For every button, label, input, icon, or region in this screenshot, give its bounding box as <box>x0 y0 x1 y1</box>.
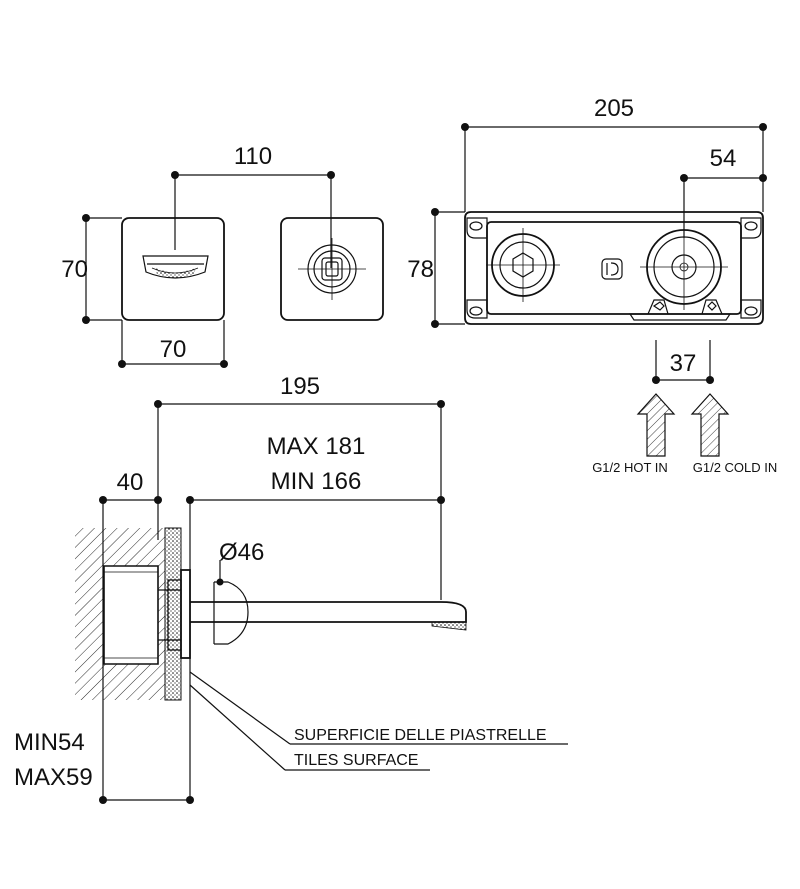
dim-dot <box>154 496 162 504</box>
concealed-box-view: 205 54 78 <box>407 95 777 475</box>
dim-label-embed-min: MIN54 <box>14 729 85 756</box>
dim-label-70-height: 70 <box>61 256 88 283</box>
leader-line-it <box>189 671 291 745</box>
dim-dot <box>437 400 445 408</box>
dim-dot <box>82 316 90 324</box>
hot-inlet-fitting <box>647 299 669 315</box>
mount-hole <box>469 221 483 231</box>
dim-label-embed-max: MAX59 <box>14 764 93 791</box>
surface-label-en: TILES SURFACE <box>294 752 418 769</box>
hot-inlet-arrow <box>636 393 676 457</box>
front-view-plates: 110 70 70 <box>61 143 384 368</box>
dim-dot <box>118 360 126 368</box>
spout-plate <box>121 217 225 321</box>
hot-inlet-mark <box>652 301 665 311</box>
dim-label-min: MIN 166 <box>271 468 362 495</box>
mount-ear <box>466 217 488 239</box>
dim-label-110: 110 <box>234 143 272 170</box>
dim-label-78: 78 <box>407 256 434 283</box>
dim-label-diameter: Ø46 <box>219 539 264 566</box>
wall-plate <box>180 569 191 659</box>
spout-collar <box>214 581 249 645</box>
dim-label-195: 195 <box>280 373 320 400</box>
dim-label-37: 37 <box>670 350 697 377</box>
mount-hole <box>469 306 483 316</box>
leader-line-en <box>189 684 286 771</box>
dim-dot <box>680 174 688 182</box>
dim-dot <box>431 320 439 328</box>
concealed-body <box>103 565 159 665</box>
dim-dot <box>759 123 767 131</box>
dim-dot <box>171 171 179 179</box>
cold-inlet-mark <box>707 301 717 311</box>
cold-inlet-label: G1/2 COLD IN <box>693 460 778 475</box>
cold-inlet-arrow <box>690 393 730 457</box>
aerator-mesh <box>155 268 196 278</box>
flange <box>167 579 182 651</box>
hot-inlet-label: G1/2 HOT IN <box>592 460 668 475</box>
mount-ear <box>740 217 762 239</box>
dim-dot <box>437 496 445 504</box>
spout-body <box>190 601 467 623</box>
mixer-plate <box>280 217 384 321</box>
dim-dot <box>327 171 335 179</box>
inlet-bar <box>628 313 732 321</box>
dim-dot <box>99 496 107 504</box>
dim-dot <box>216 578 224 586</box>
mount-hole <box>744 221 758 231</box>
box-inner <box>486 221 742 315</box>
dim-dot <box>186 796 194 804</box>
dim-label-205: 205 <box>594 95 634 122</box>
side-section-view: 195 MAX 181 MIN 166 40 <box>14 373 568 804</box>
mount-ear <box>740 299 762 319</box>
dim-dot <box>220 360 228 368</box>
cold-inlet-fitting <box>701 299 723 315</box>
dim-label-54: 54 <box>710 145 737 172</box>
surface-label-it: SUPERFICIE DELLE PIASTRELLE <box>294 727 547 744</box>
spout-aerator <box>431 621 467 631</box>
dim-dot <box>461 123 469 131</box>
dim-label-40: 40 <box>117 469 144 496</box>
dim-label-max: MAX 181 <box>267 433 366 460</box>
tile-layer <box>164 527 182 701</box>
dim-dot <box>154 400 162 408</box>
mount-hole <box>744 306 758 316</box>
dim-dot <box>652 376 660 384</box>
dim-dot <box>759 174 767 182</box>
box-outer <box>464 211 764 325</box>
dim-dot <box>82 214 90 222</box>
mount-ear <box>466 299 488 319</box>
dim-label-70-width: 70 <box>160 336 187 363</box>
dim-dot <box>431 208 439 216</box>
brand-logo <box>601 258 623 280</box>
dim-dot <box>99 796 107 804</box>
dim-dot <box>706 376 714 384</box>
